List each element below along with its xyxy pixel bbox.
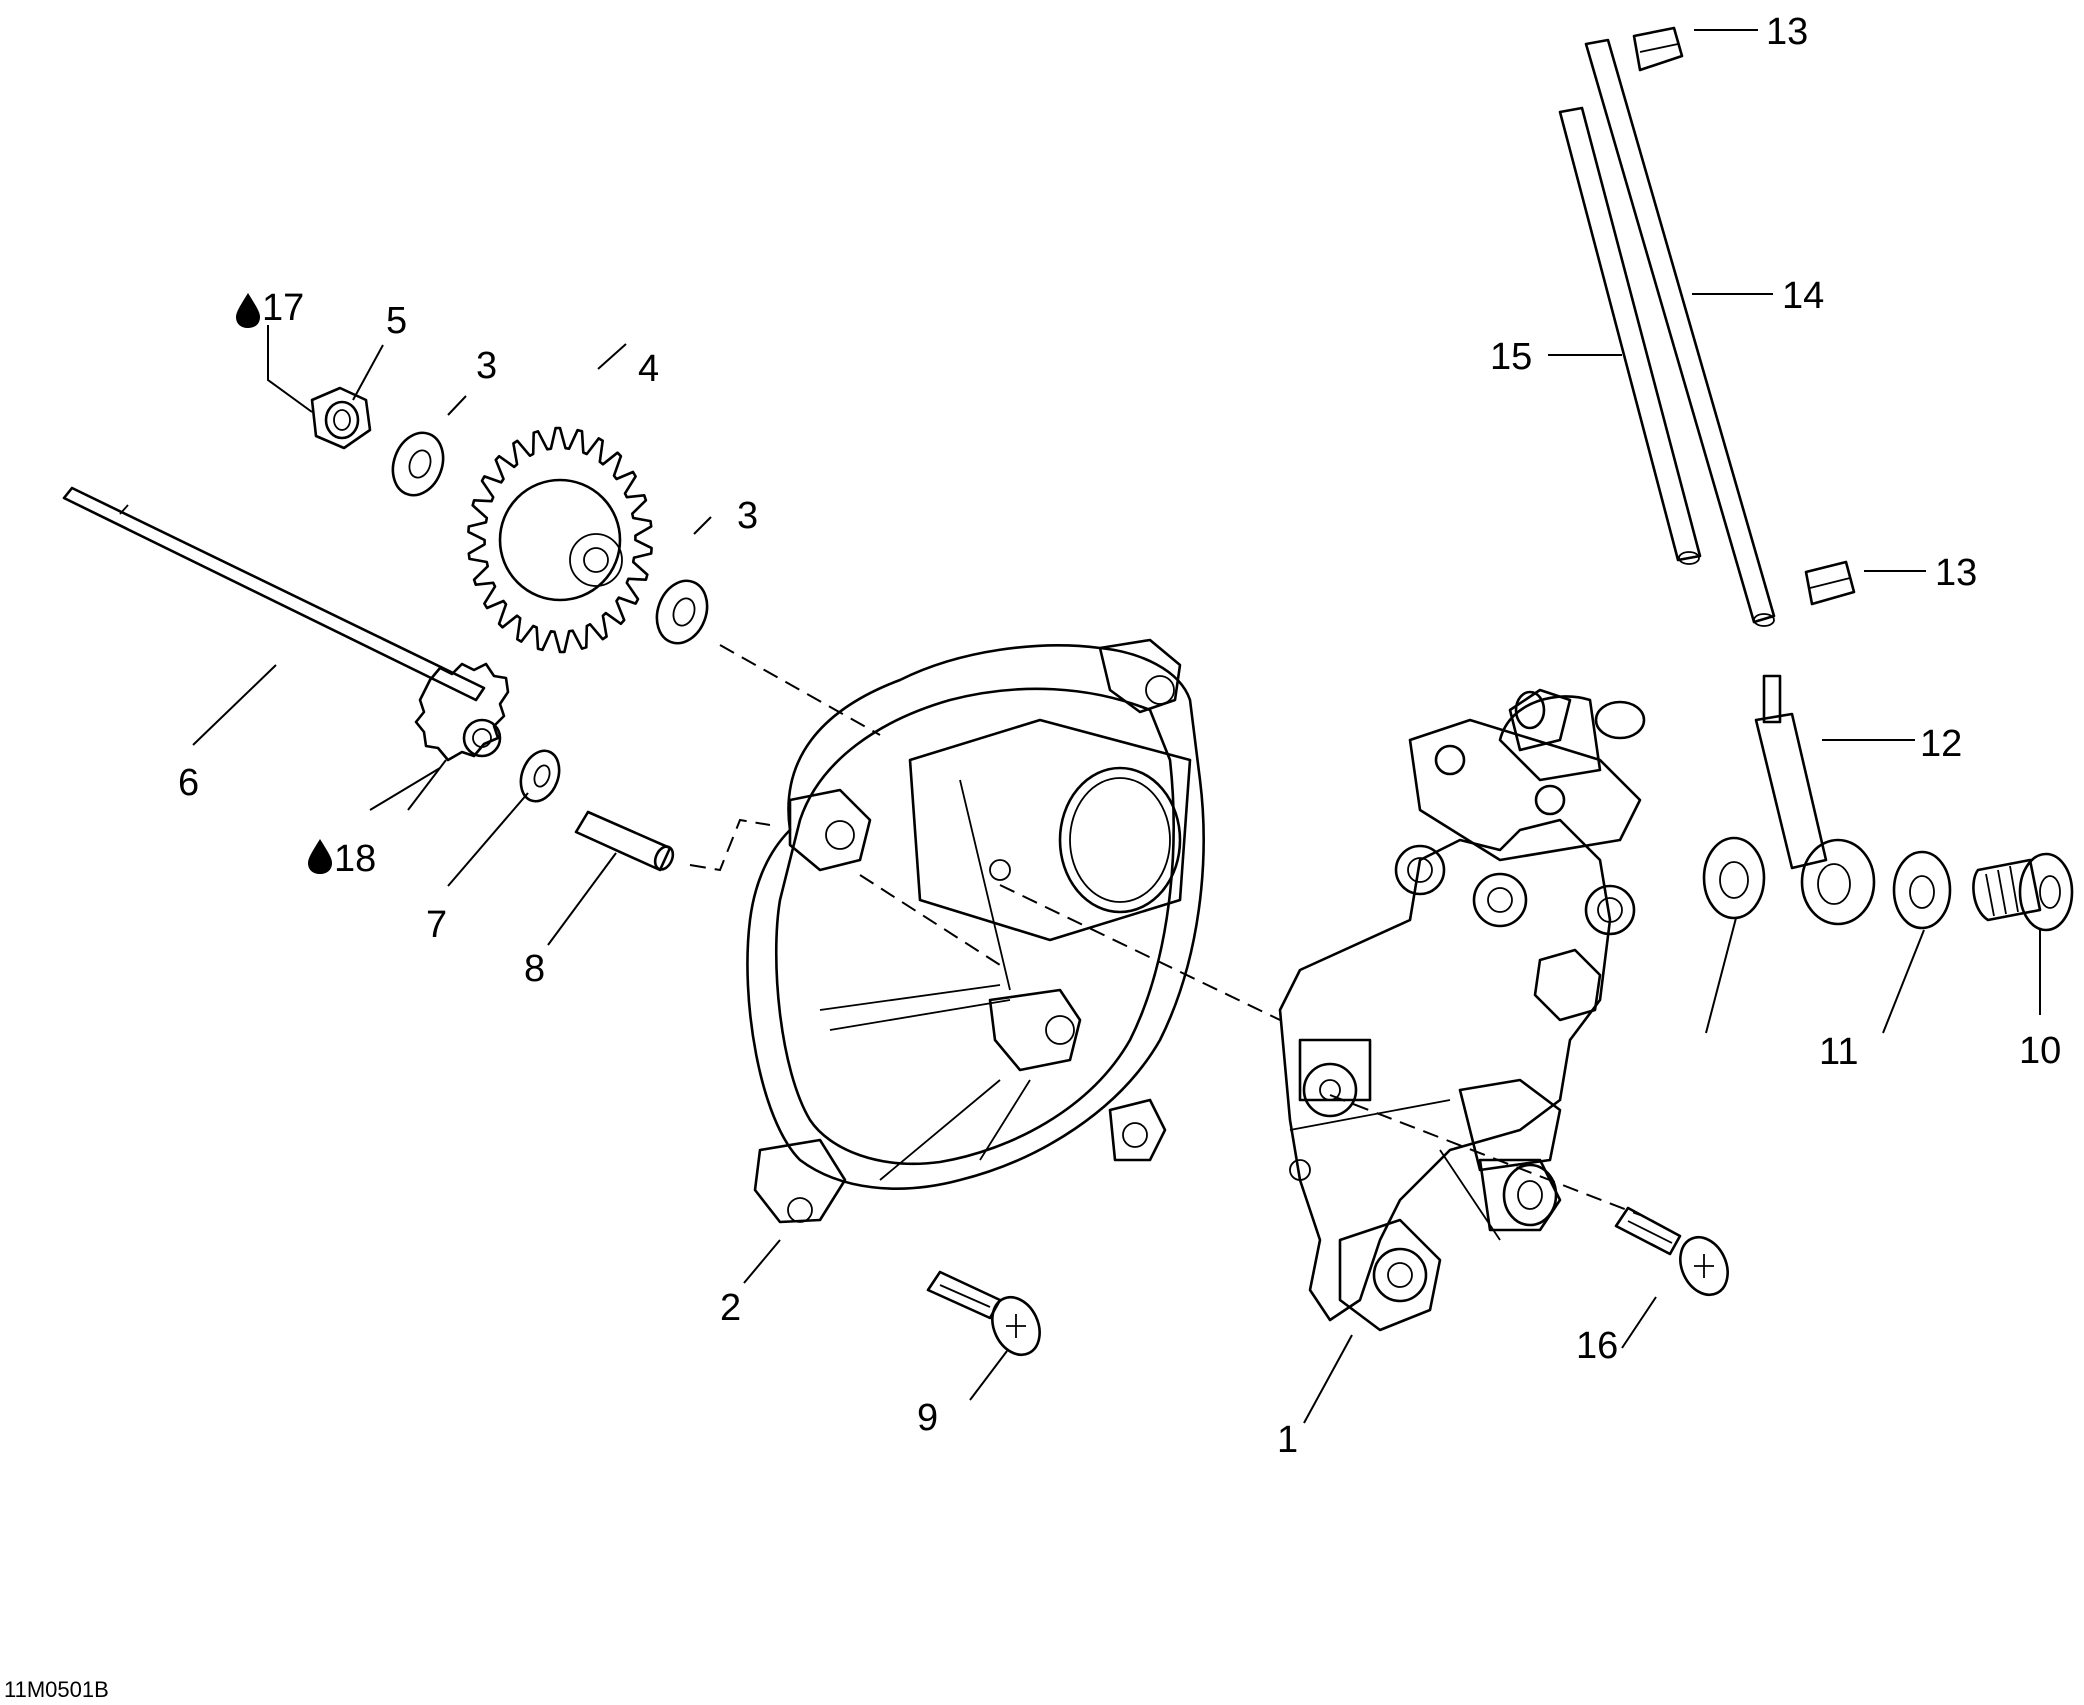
callout-3-lower: 3 <box>737 495 758 537</box>
callout-5: 5 <box>386 300 407 342</box>
pin-part <box>574 810 675 872</box>
screw-part-9 <box>926 1270 1041 1357</box>
tube-part-14 <box>1584 38 1776 627</box>
callout-9: 9 <box>917 1397 938 1439</box>
large-gear-part <box>467 426 653 654</box>
sealing-washer-part-left <box>1702 836 1766 920</box>
banjo-bolt-part <box>1972 852 2074 932</box>
callout-4: 4 <box>638 348 659 390</box>
assembly-lines <box>689 644 1641 1216</box>
pump-cover-part <box>746 638 1205 1224</box>
callout-1: 1 <box>1277 1419 1298 1461</box>
callout-11: 11 <box>1819 1031 1858 1073</box>
clamp-part-lower <box>1804 560 1856 606</box>
oil-drop-icon <box>308 839 332 874</box>
callout-18-group: 18 <box>308 838 376 880</box>
callout-6: 6 <box>178 762 199 804</box>
callout-15: 15 <box>1490 336 1532 378</box>
figure-code: 11M0501B <box>4 1677 109 1702</box>
nut-part <box>310 386 372 450</box>
tube-part-15 <box>1558 106 1702 565</box>
small-gear-part <box>414 662 510 762</box>
clamp-part-upper <box>1632 26 1684 72</box>
banjo-fitting-part <box>1754 674 1876 926</box>
leader-lines <box>192 29 2041 1424</box>
callout-17-group: 17 <box>236 287 304 329</box>
callout-16: 16 <box>1576 1325 1618 1367</box>
callout-10: 10 <box>2019 1030 2061 1072</box>
callout-7: 7 <box>426 904 447 946</box>
callout-2: 2 <box>720 1287 741 1329</box>
screw-part-16 <box>1614 1206 1729 1297</box>
callout-13-upper: 13 <box>1766 11 1808 53</box>
callout-12: 12 <box>1920 723 1962 765</box>
washer-part-upper <box>391 431 445 497</box>
oil-drop-icon <box>236 293 260 328</box>
callout-8: 8 <box>524 948 545 990</box>
shaft-part <box>62 486 486 702</box>
callout-18: 18 <box>334 838 376 880</box>
callout-labels: 1 2 3 3 4 5 6 7 8 9 10 11 12 13 13 14 15… <box>178 11 2061 1461</box>
callout-3-upper: 3 <box>476 345 497 387</box>
callout-17: 17 <box>262 287 304 329</box>
washer-part-lower <box>655 579 709 645</box>
sealing-washer-part-right <box>1892 850 1952 930</box>
callout-14: 14 <box>1782 275 1824 317</box>
callout-13-lower: 13 <box>1935 552 1977 594</box>
oil-pump-body-part <box>1278 688 1646 1332</box>
small-washer-part <box>519 749 561 803</box>
